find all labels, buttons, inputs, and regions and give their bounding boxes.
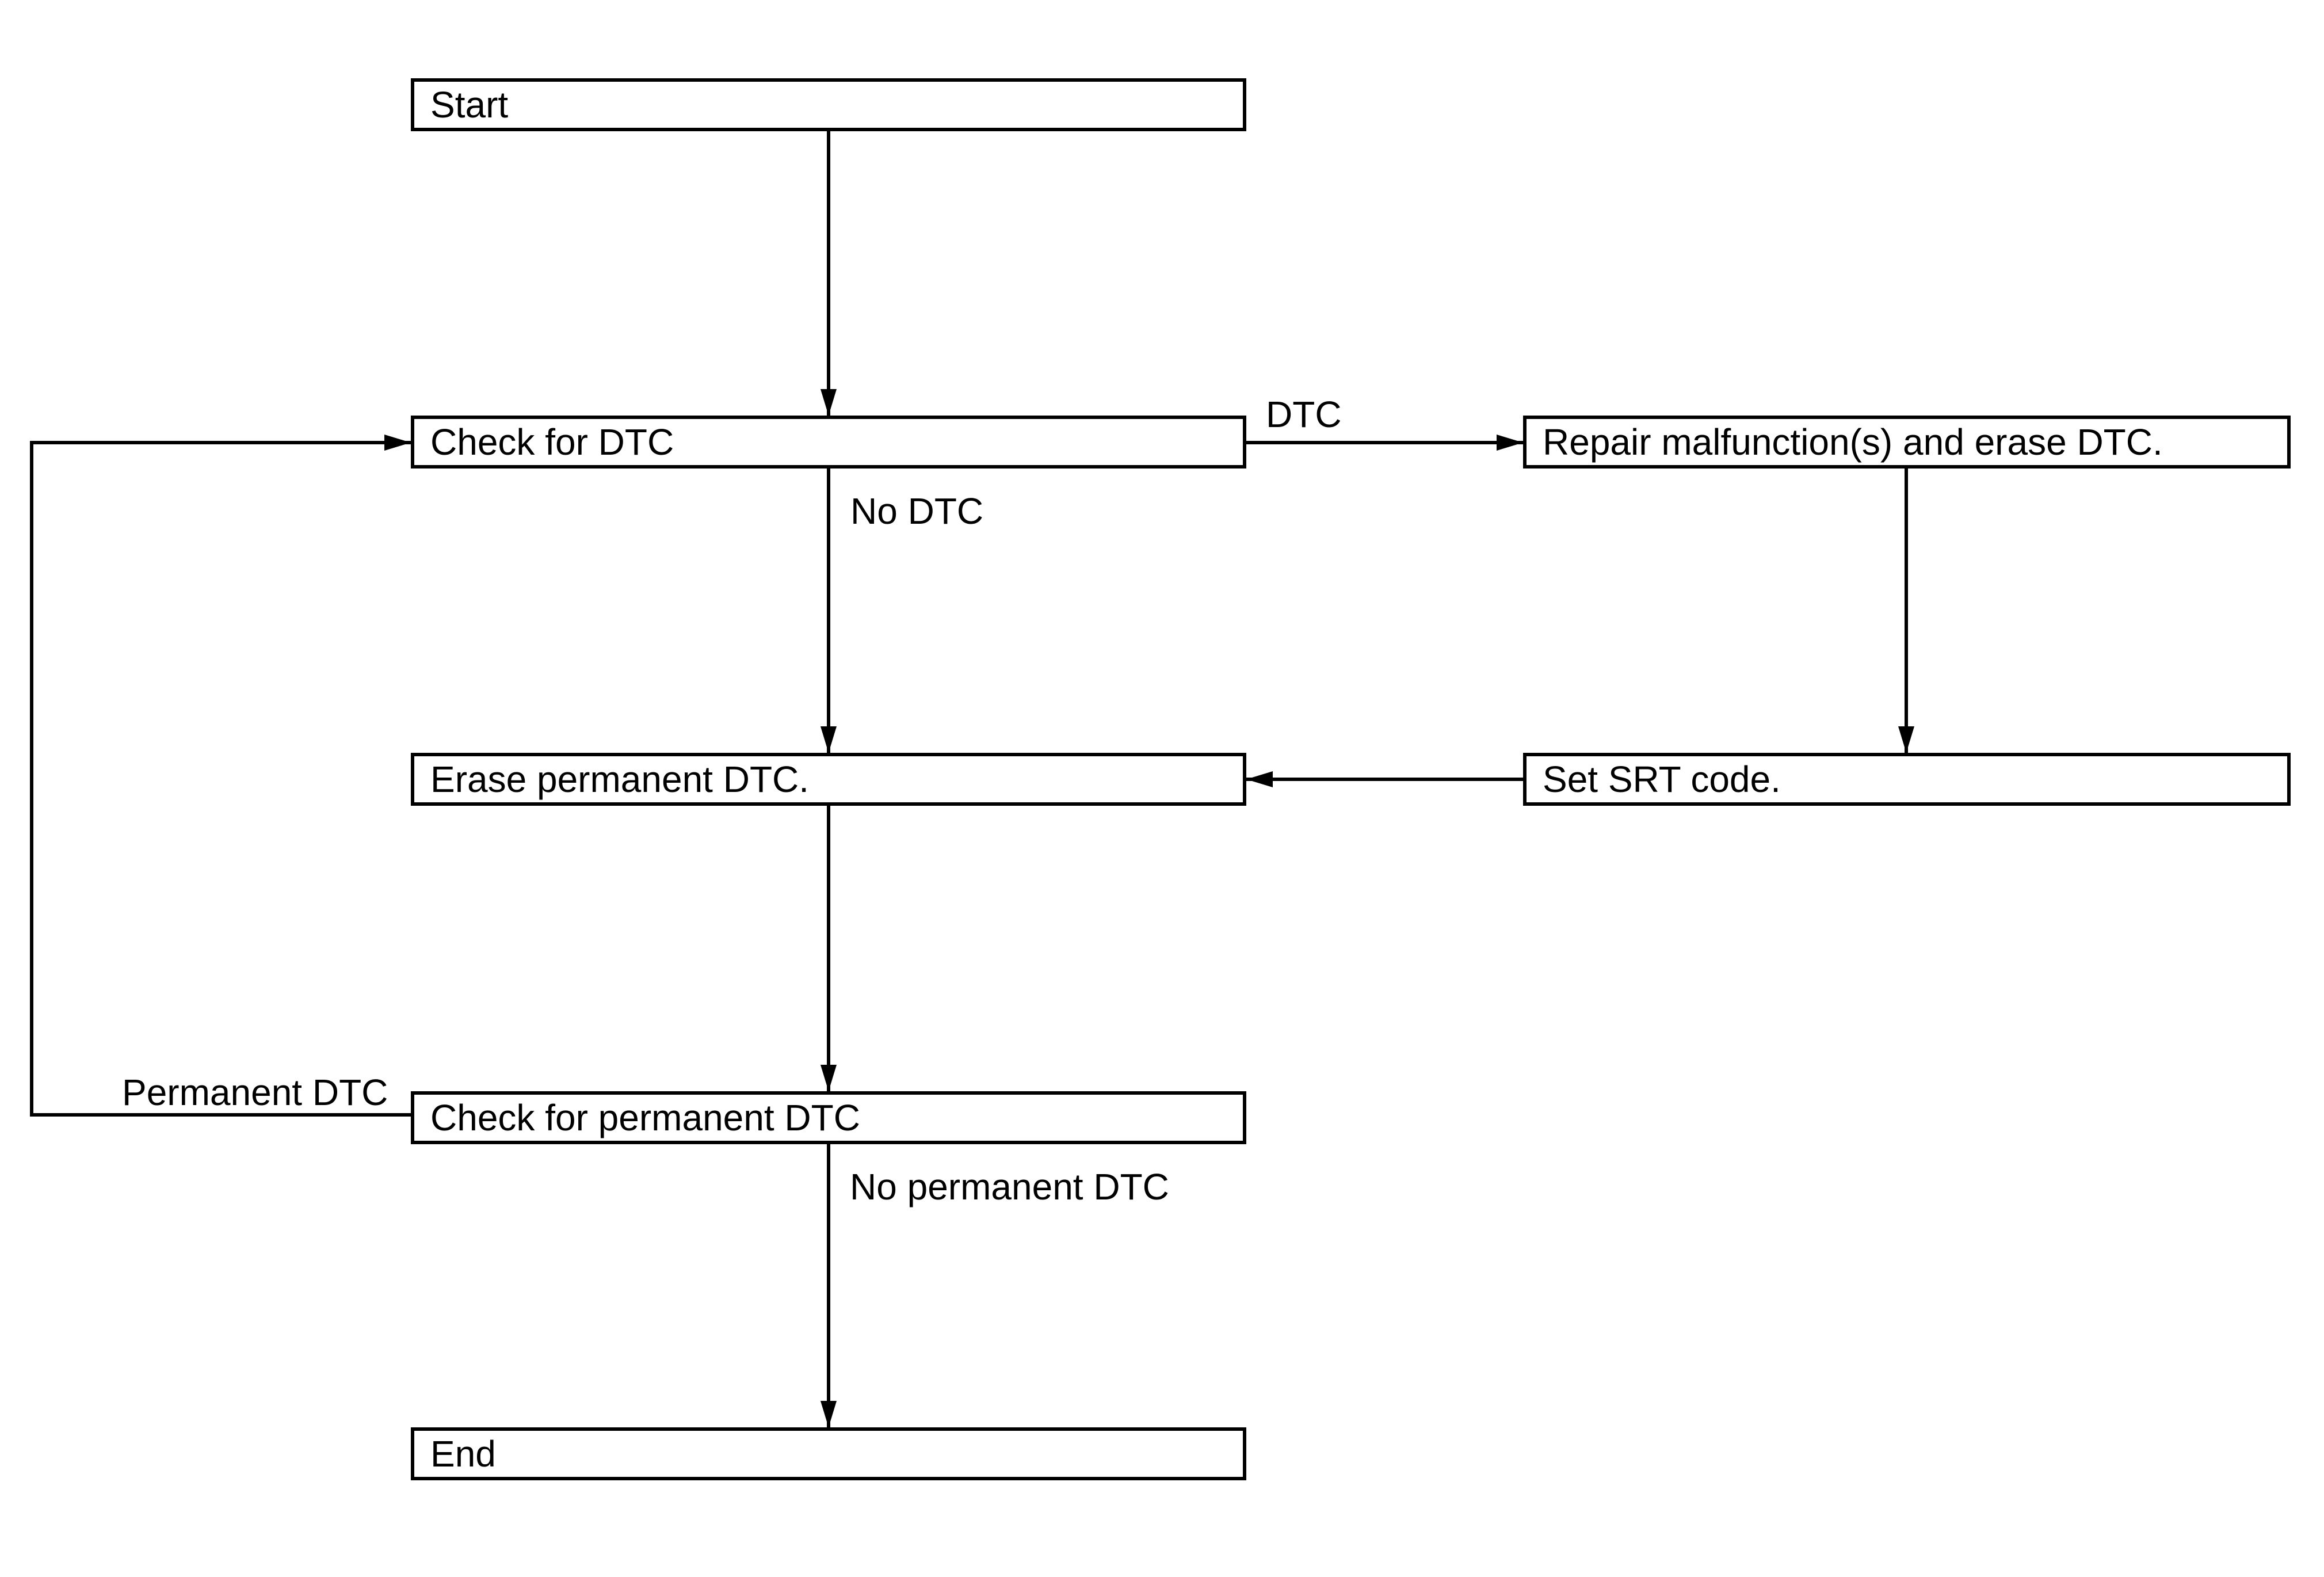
arrowhead-left-into-erase-permanent-icon — [1246, 771, 1273, 787]
connector-check-dtc-to-repair — [1246, 441, 1523, 444]
node-start: Start — [411, 78, 1246, 131]
node-end: End — [411, 1427, 1246, 1480]
edge-label-dtc: DTC — [1266, 394, 1342, 435]
arrowhead-down-into-set-srt-icon — [1898, 726, 1914, 753]
node-set-srt-code-label: Set SRT code. — [1543, 759, 1781, 800]
node-set-srt-code: Set SRT code. — [1523, 753, 2291, 806]
connector-loop-vertical-segment — [30, 441, 33, 1117]
arrowhead-down-into-check-dtc-icon — [821, 389, 837, 416]
node-erase-permanent-dtc-label: Erase permanent DTC. — [430, 759, 810, 800]
node-check-permanent-dtc-label: Check for permanent DTC — [430, 1097, 860, 1138]
node-repair-malfunctions: Repair malfunction(s) and erase DTC. — [1523, 416, 2291, 468]
node-erase-permanent-dtc: Erase permanent DTC. — [411, 753, 1246, 806]
node-check-dtc-label: Check for DTC — [430, 421, 674, 463]
connector-erase-permanent-to-check-permanent — [827, 806, 830, 1091]
arrowhead-right-into-repair-icon — [1497, 435, 1523, 451]
connector-loop-top-segment — [30, 441, 411, 444]
node-check-dtc: Check for DTC — [411, 416, 1246, 468]
node-start-label: Start — [430, 84, 509, 125]
connector-check-permanent-to-end — [827, 1144, 830, 1427]
node-end-label: End — [430, 1433, 496, 1475]
node-repair-malfunctions-label: Repair malfunction(s) and erase DTC. — [1543, 421, 2163, 463]
arrowhead-right-into-check-dtc-loop-icon — [384, 435, 411, 451]
connector-loop-bottom-segment — [30, 1113, 411, 1117]
arrowhead-down-into-erase-permanent-icon — [821, 726, 837, 753]
edge-label-no-permanent-dtc: No permanent DTC — [850, 1166, 1169, 1207]
connector-set-srt-to-erase-permanent — [1246, 778, 1523, 781]
connector-start-to-check-dtc — [827, 131, 830, 416]
node-check-permanent-dtc: Check for permanent DTC — [411, 1091, 1246, 1144]
edge-label-no-dtc: No DTC — [850, 490, 984, 532]
arrowhead-down-into-end-icon — [821, 1401, 837, 1427]
connector-repair-to-set-srt — [1905, 468, 1908, 753]
edge-label-permanent-dtc: Permanent DTC — [122, 1072, 388, 1113]
connector-check-dtc-to-erase-permanent — [827, 468, 830, 753]
arrowhead-down-into-check-permanent-icon — [821, 1065, 837, 1091]
